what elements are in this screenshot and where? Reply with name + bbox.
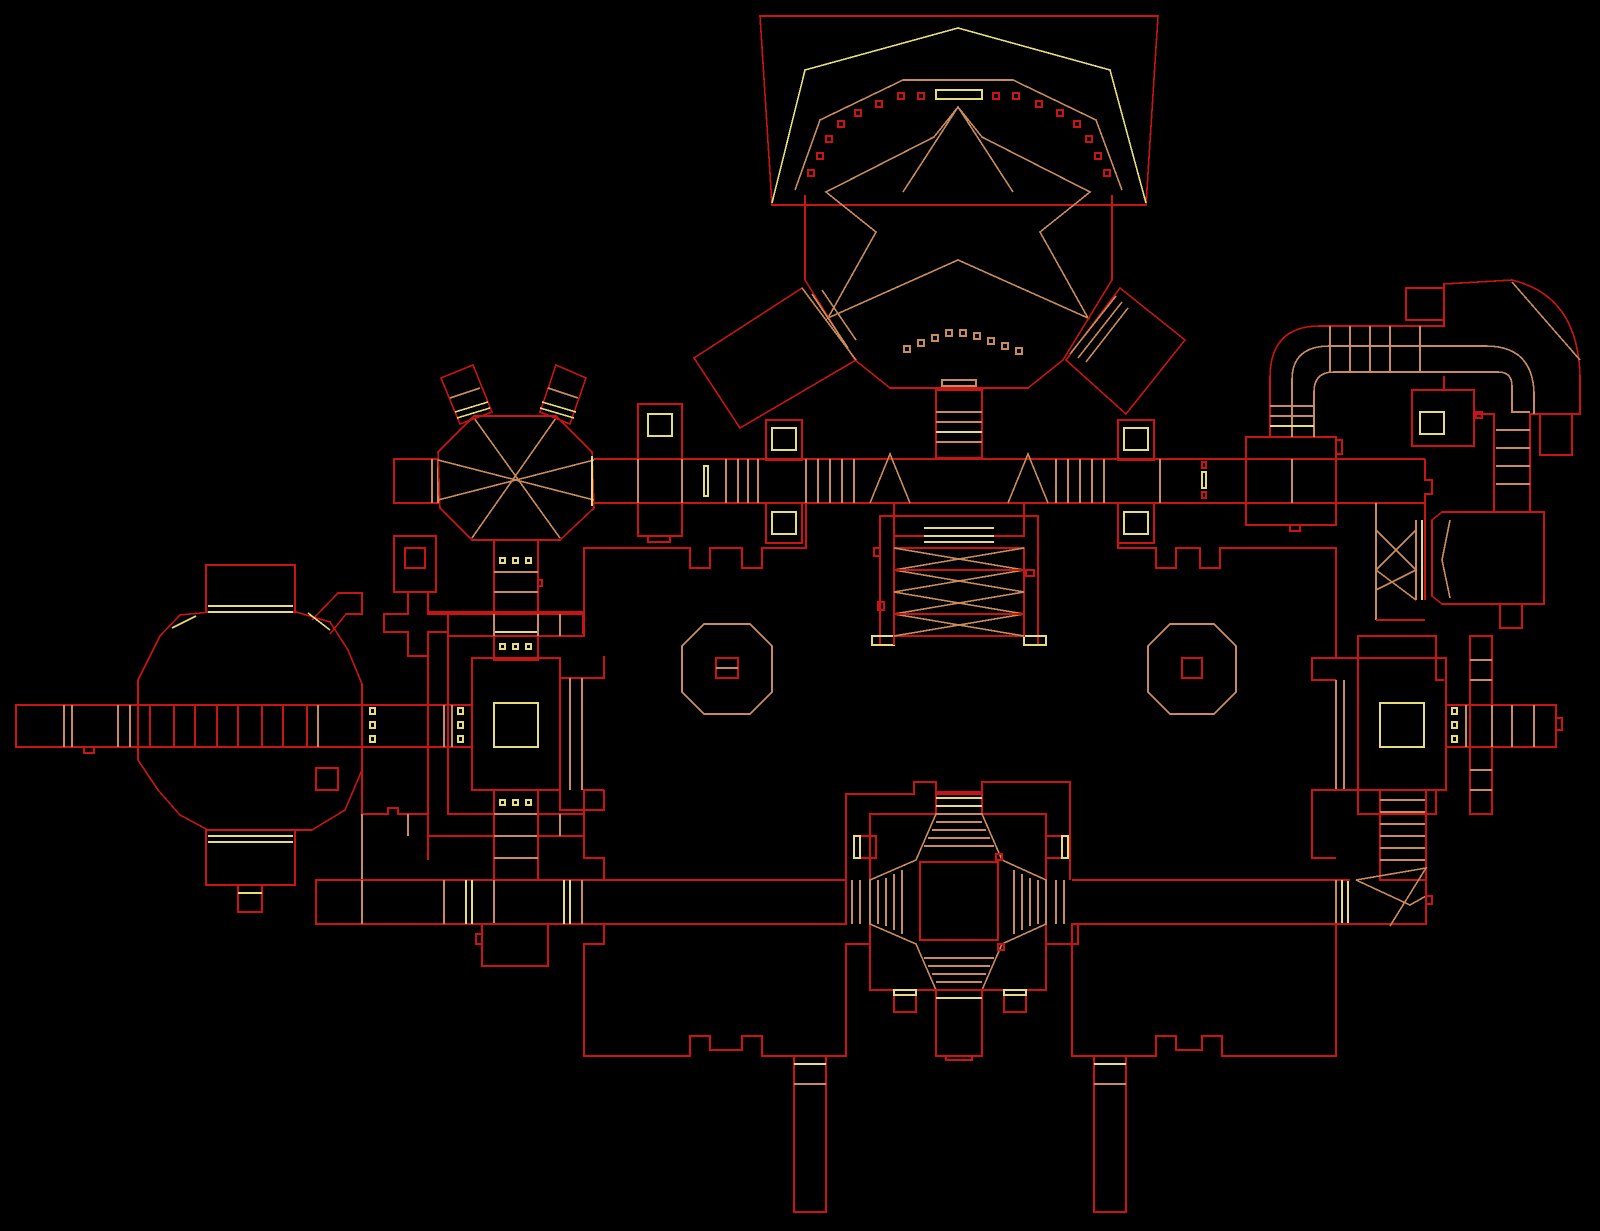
south-cross-room	[845, 781, 1071, 1061]
south-rooms	[583, 923, 1350, 1213]
west-round-room	[15, 564, 376, 913]
east-block	[1336, 635, 1563, 927]
north-corridor	[594, 403, 1425, 544]
northeast-wing	[1245, 279, 1581, 629]
northwest-octagon-room	[393, 363, 595, 661]
north-star-arena	[692, 15, 1187, 459]
west-cross-block	[315, 535, 605, 925]
central-hall	[583, 503, 1345, 881]
south-corridor	[315, 879, 1350, 967]
